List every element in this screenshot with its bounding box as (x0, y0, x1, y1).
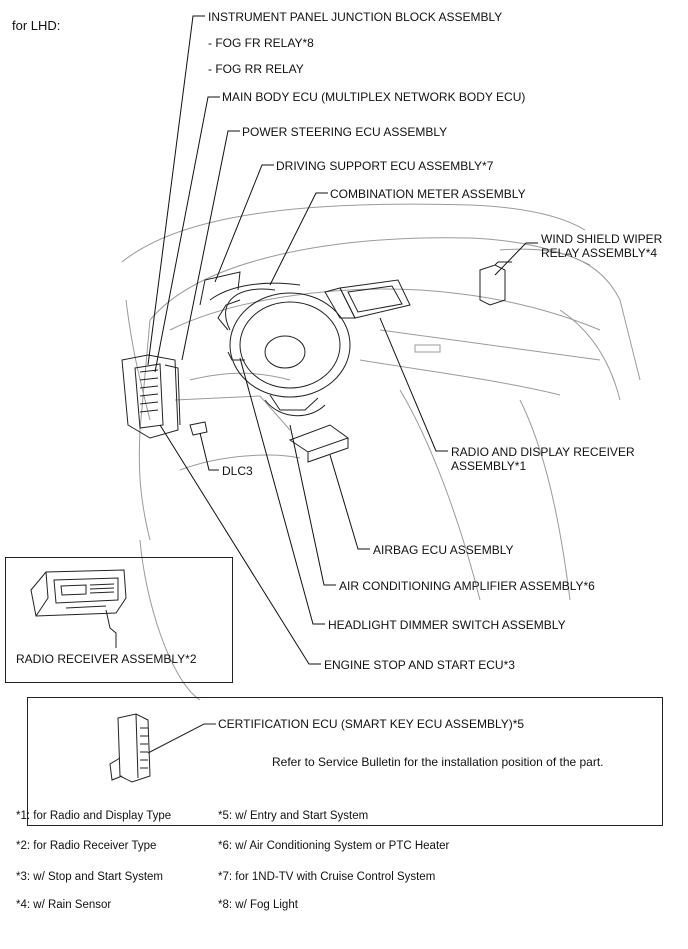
label-ac-amplifier: AIR CONDITIONING AMPLIFIER ASSEMBLY*6 (339, 579, 595, 593)
variant-label: for LHD: (12, 18, 61, 33)
label-driving-support-ecu: DRIVING SUPPORT ECU ASSEMBLY*7 (276, 159, 494, 173)
radio-receiver-inset: RADIO RECEIVER ASSEMBLY*2 (5, 557, 233, 683)
label-instrument-panel-junction-block: INSTRUMENT PANEL JUNCTION BLOCK ASSEMBLY (208, 10, 503, 24)
combination-meter (199, 271, 301, 306)
airbag-ecu (288, 424, 350, 463)
label-wiper-relay-line1: WIND SHIELD WIPER (541, 232, 663, 246)
label-power-steering-ecu: POWER STEERING ECU ASSEMBLY (242, 125, 448, 139)
steering-wheel (217, 288, 351, 417)
footnote-2: *2: for Radio Receiver Type (16, 840, 157, 852)
label-fog-fr-relay: - FOG FR RELAY*8 (208, 36, 314, 50)
footnote-1: *1: for Radio and Display Type (16, 810, 172, 822)
dashboard-outline (121, 203, 641, 701)
footnote-3: *3: w/ Stop and Start System (16, 871, 164, 883)
certification-ecu-title: CERTIFICATION ECU (SMART KEY ECU ASSEMBL… (218, 717, 525, 731)
certification-ecu-box: CERTIFICATION ECU (SMART KEY ECU ASSEMBL… (27, 697, 663, 826)
label-radio-display-line1: RADIO AND DISPLAY RECEIVER (451, 445, 635, 459)
junction-block (121, 354, 208, 439)
label-dlc3: DLC3 (222, 464, 253, 478)
label-headlight-dimmer: HEADLIGHT DIMMER SWITCH ASSEMBLY (328, 618, 566, 632)
footnote-6: *6: w/ Air Conditioning System or PTC He… (218, 840, 450, 852)
label-radio-receiver: RADIO RECEIVER ASSEMBLY*2 (16, 652, 197, 666)
label-engine-stop-start-ecu: ENGINE STOP AND START ECU*3 (324, 658, 515, 672)
radio-receiver-illustration (30, 569, 127, 648)
label-combination-meter: COMBINATION METER ASSEMBLY (330, 187, 526, 201)
leader-lines (147, 15, 538, 665)
footnote-7: *7: for 1ND-TV with Cruise Control Syste… (218, 871, 436, 883)
footnote-4: *4: w/ Rain Sensor (16, 899, 112, 911)
certification-ecu-illustration (109, 713, 216, 783)
certification-ecu-note: Refer to Service Bulletin for the instal… (272, 755, 604, 769)
footnote-5: *5: w/ Entry and Start System (218, 810, 369, 822)
wiper-relay (479, 261, 512, 306)
footnote-8: *8: w/ Fog Light (218, 899, 298, 911)
label-main-body-ecu: MAIN BODY ECU (MULTIPLEX NETWORK BODY EC… (222, 90, 526, 104)
label-radio-display-line2: ASSEMBLY*1 (451, 459, 527, 473)
label-wiper-relay-line2: RELAY ASSEMBLY*4 (541, 246, 658, 260)
label-fog-rr-relay: - FOG RR RELAY (208, 62, 304, 76)
label-airbag-ecu: AIRBAG ECU ASSEMBLY (373, 543, 514, 557)
radio-display-unit (324, 279, 411, 319)
